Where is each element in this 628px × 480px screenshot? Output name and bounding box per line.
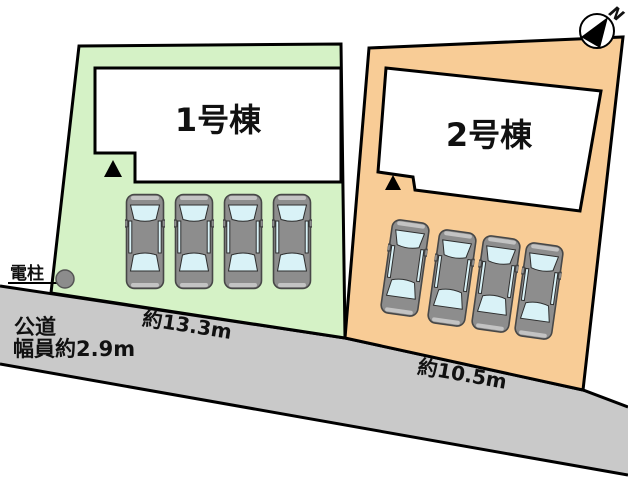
building2-label: 2号棟	[446, 116, 533, 154]
building1	[93, 66, 343, 184]
car-icon	[125, 193, 165, 290]
utility-pole-marker-icon	[55, 269, 75, 289]
road-name-label: 公道	[14, 315, 56, 339]
car-icon	[223, 193, 263, 290]
road-width-label: 幅員約2.9m	[13, 337, 135, 361]
building1-entrance-triangle-icon	[104, 160, 122, 177]
compass-needle	[581, 17, 608, 48]
car-icon	[272, 193, 312, 290]
car-icon	[174, 193, 214, 290]
road-bottom-edge	[0, 362, 628, 477]
pole-label: 電柱	[10, 263, 44, 284]
road-area	[0, 286, 628, 475]
building2-entrance-triangle-icon	[385, 175, 401, 190]
building2	[376, 66, 603, 213]
building1-label: 1号棟	[175, 101, 262, 139]
